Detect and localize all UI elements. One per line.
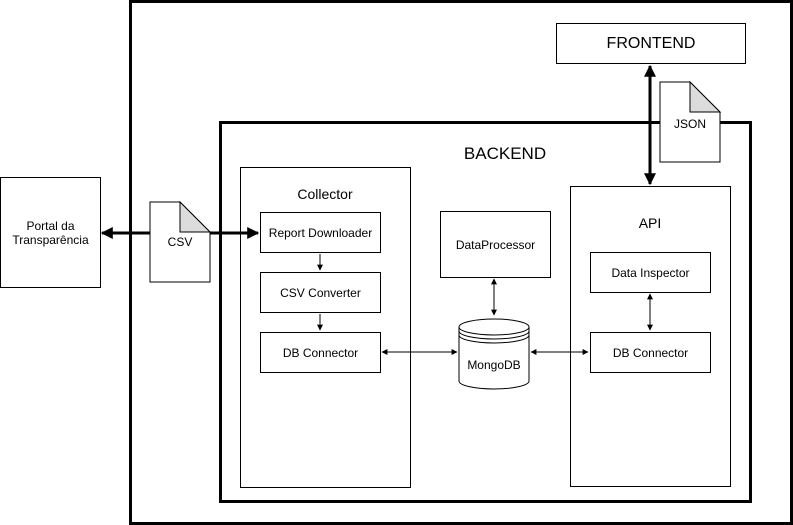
csv-converter-node: CSV Converter bbox=[260, 272, 381, 313]
db-connector-collector-label: DB Connector bbox=[282, 345, 359, 360]
db-connector-api-label: DB Connector bbox=[612, 345, 689, 360]
json-document-label: JSON bbox=[673, 117, 706, 131]
db-connector-collector-node: DB Connector bbox=[260, 332, 381, 373]
csv-document-label: CSV bbox=[167, 235, 193, 249]
data-processor-label: DataProcessor bbox=[455, 237, 536, 252]
portal-label: Portal da Transparência bbox=[12, 218, 89, 247]
collector-label: Collector bbox=[297, 186, 353, 202]
report-downloader-node: Report Downloader bbox=[260, 212, 381, 253]
report-downloader-label: Report Downloader bbox=[268, 225, 373, 240]
backend-label: BACKEND bbox=[463, 144, 547, 163]
data-inspector-node: Data Inspector bbox=[590, 252, 711, 293]
data-processor-node: DataProcessor bbox=[440, 211, 551, 278]
portal-node: Portal da Transparência bbox=[0, 177, 101, 288]
frontend-node: FRONTEND bbox=[556, 23, 746, 64]
db-connector-api-node: DB Connector bbox=[590, 332, 711, 373]
csv-converter-label: CSV Converter bbox=[280, 285, 361, 300]
mongodb-label: MongoDB bbox=[467, 358, 521, 372]
data-inspector-label: Data Inspector bbox=[611, 265, 690, 280]
frontend-label: FRONTEND bbox=[606, 34, 696, 52]
api-label: API bbox=[638, 215, 662, 231]
